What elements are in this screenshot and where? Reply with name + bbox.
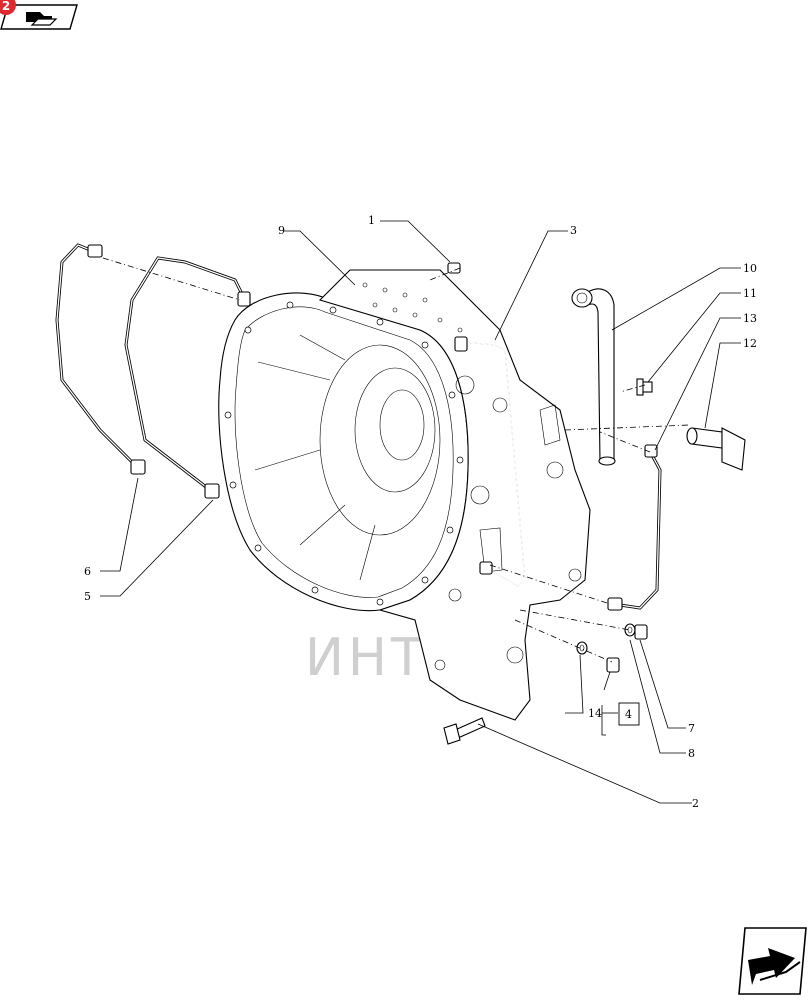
- washer-part-8: [624, 623, 636, 637]
- callout-1: 1: [368, 214, 375, 227]
- book-arrow-icon: [26, 12, 58, 26]
- callout-10: 10: [743, 262, 757, 275]
- pipe-part-10: [571, 288, 616, 466]
- pipe-part-6: [55, 243, 146, 475]
- centerlines: [102, 257, 691, 663]
- pipe-part-5: [124, 256, 251, 499]
- callout-box-4: [618, 702, 640, 726]
- sensor-part-12: [686, 427, 746, 471]
- screw-part-7: [634, 624, 648, 640]
- callout-6: 6: [84, 565, 91, 578]
- plug-part-1: [447, 262, 461, 274]
- page-badge: 2: [0, 0, 16, 15]
- callout-11: 11: [743, 287, 757, 300]
- next-arrow-icon: [748, 948, 801, 985]
- callout-13: 13: [743, 312, 757, 325]
- pipe-part-3: [454, 336, 526, 587]
- callout-7: 7: [688, 722, 695, 735]
- bolt-part-2: [443, 717, 486, 745]
- callout-8: 8: [688, 747, 695, 760]
- callout-9: 9: [278, 224, 285, 237]
- screw-part-11: [636, 378, 653, 396]
- screw-part-4: [606, 657, 620, 673]
- pipe-part-13: [607, 444, 662, 611]
- leader-lines: [100, 220, 741, 804]
- callout-12: 12: [743, 337, 757, 350]
- page-badge-number: 2: [2, 0, 10, 13]
- callout-4: 4: [625, 708, 632, 721]
- housing-part-9: [218, 269, 591, 721]
- callout-5: 5: [84, 590, 91, 603]
- callout-2: 2: [692, 797, 699, 810]
- callout-14: 14: [588, 707, 602, 720]
- callout-3: 3: [570, 224, 577, 237]
- callout-labels: 1 2 3 4 5 6 7 8 9 10 11 12 13 14: [84, 214, 757, 810]
- next-page-button[interactable]: [738, 927, 807, 995]
- top-nav-button[interactable]: [0, 4, 78, 30]
- washer-part-14: [576, 641, 588, 655]
